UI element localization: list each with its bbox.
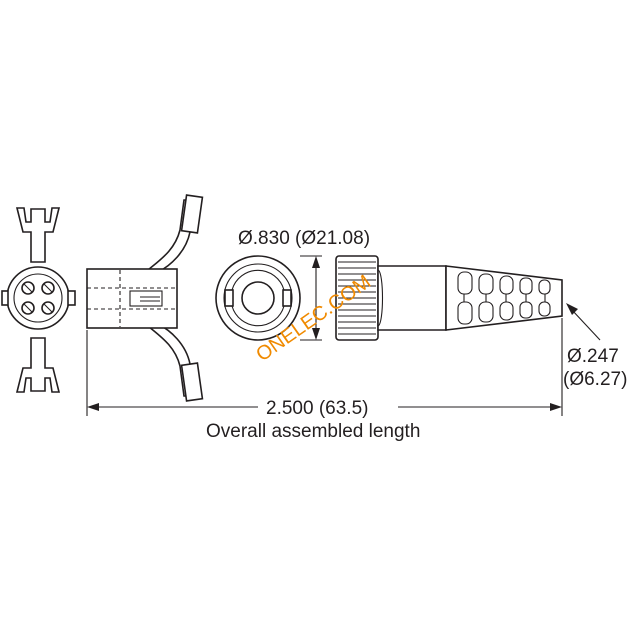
overall-length-caption: Overall assembled length	[206, 421, 420, 442]
insert-side-view	[1, 207, 76, 393]
diameter-small-leader	[566, 303, 601, 341]
diameter-large-dimension	[300, 255, 322, 341]
plug-side-view	[335, 255, 563, 341]
diameter-small-label-line1: Ø.247	[567, 346, 619, 367]
overall-length-dimension	[86, 318, 563, 416]
diameter-large-label: Ø.830 (Ø21.08)	[238, 228, 370, 249]
housing-side-view	[86, 194, 204, 402]
coupling-face-view	[215, 255, 301, 341]
diameter-small-label-line2: (Ø6.27)	[563, 369, 627, 390]
overall-length-label: 2.500 (63.5)	[266, 398, 368, 419]
